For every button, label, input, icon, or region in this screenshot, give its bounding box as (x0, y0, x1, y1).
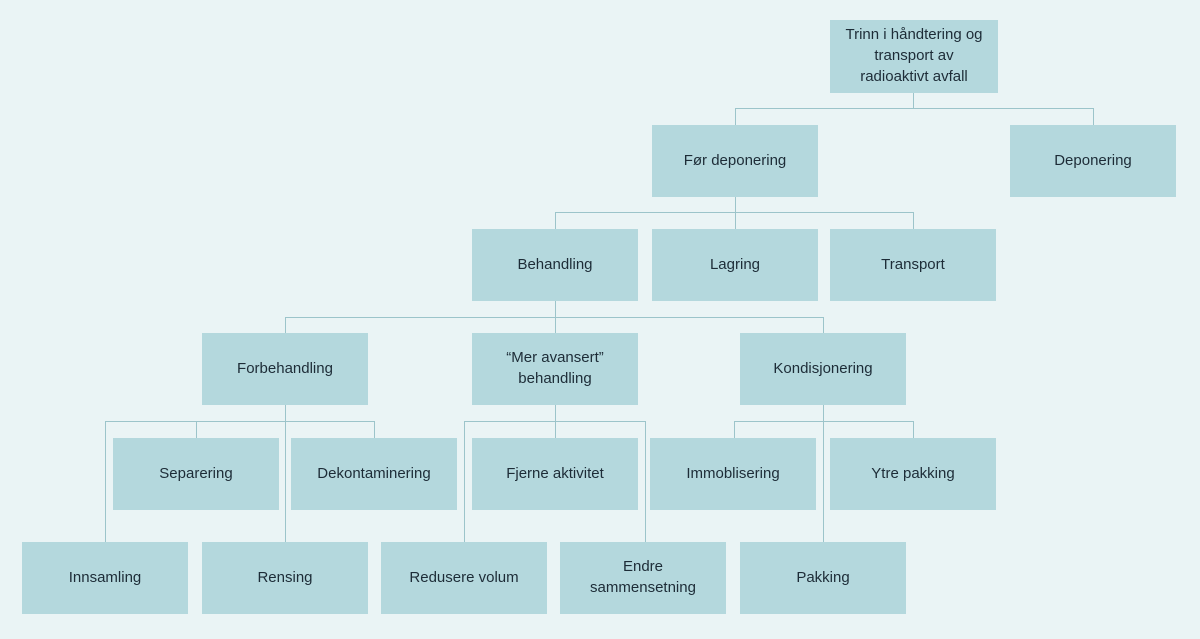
node-pakking: Pakking (740, 542, 906, 614)
connector-drop-endre-sammensetning (645, 421, 646, 542)
connector-forbehandling-to-rensing (285, 405, 286, 542)
connector-drop-dekontaminering (374, 421, 375, 438)
node-behandling: Behandling (472, 229, 638, 301)
connector-drop-ytre-pakking (913, 421, 914, 438)
connector-level2-rail (555, 212, 914, 213)
connector-drop-redusere-volum (464, 421, 465, 542)
node-dekontaminering: Dekontaminering (291, 438, 457, 510)
node-for-deponering: Før deponering (652, 125, 818, 197)
node-separering: Separering (113, 438, 279, 510)
connector-level3-rail (285, 317, 824, 318)
connector-meravansert-rail (464, 421, 646, 422)
node-redusere-volum: Redusere volum (381, 542, 547, 614)
connector-drop-kondisjonering (823, 317, 824, 333)
connector-forbehandling-rail (105, 421, 375, 422)
node-mer-avansert-behandling: “Mer avansert” behandling (472, 333, 638, 405)
node-ytre-pakking: Ytre pakking (830, 438, 996, 510)
node-transport: Transport (830, 229, 996, 301)
connector-drop-behandling (555, 212, 556, 229)
node-lagring: Lagring (652, 229, 818, 301)
node-deponering: Deponering (1010, 125, 1176, 197)
node-kondisjonering: Kondisjonering (740, 333, 906, 405)
connector-drop-forbehandling (285, 317, 286, 333)
connector-kondisjonering-to-pakking (823, 405, 824, 542)
connector-kondisjonering-rail (734, 421, 914, 422)
node-endre-sammensetning: Endre sammensetning (560, 542, 726, 614)
connector-drop-separering (196, 421, 197, 438)
connector-drop-transport (913, 212, 914, 229)
connector-level1-rail (735, 108, 1094, 109)
connector-drop-for-deponering (735, 108, 736, 125)
node-forbehandling: Forbehandling (202, 333, 368, 405)
node-fjerne-aktivitet: Fjerne aktivitet (472, 438, 638, 510)
connector-drop-deponering (1093, 108, 1094, 125)
connector-fordeponering-stem (735, 197, 736, 229)
node-rensing: Rensing (202, 542, 368, 614)
connector-drop-innsamling (105, 421, 106, 542)
node-trinn-i-handtering: Trinn i håndtering og transport av radio… (830, 20, 998, 93)
connector-root-stem (913, 93, 914, 108)
node-innsamling: Innsamling (22, 542, 188, 614)
node-immoblisering: Immoblisering (650, 438, 816, 510)
connector-drop-immoblisering (734, 421, 735, 438)
